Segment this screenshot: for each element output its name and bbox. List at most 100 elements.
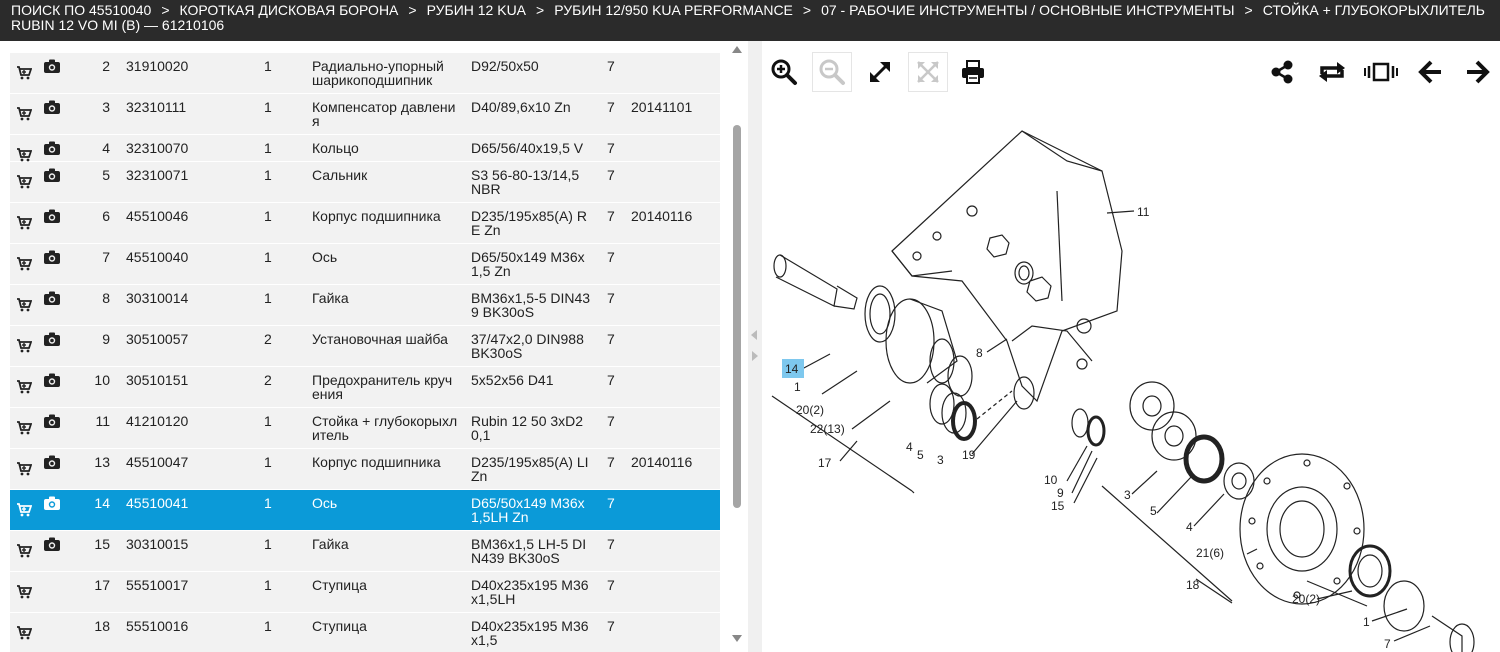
article-number: 45510046 xyxy=(126,208,189,224)
label-14: 14 xyxy=(785,362,799,376)
article-number: 30510151 xyxy=(126,372,189,388)
breadcrumb-item[interactable]: РУБИН 12 KUA xyxy=(426,2,527,18)
label-11: 11 xyxy=(1137,205,1150,219)
quantity: 1 xyxy=(264,536,272,552)
scroll-up-icon[interactable] xyxy=(732,46,742,53)
add-to-cart-icon[interactable] xyxy=(16,107,33,121)
camera-icon[interactable] xyxy=(44,537,60,551)
add-to-cart-icon[interactable] xyxy=(16,380,33,394)
camera-icon[interactable] xyxy=(44,209,60,223)
scroll-down-icon[interactable] xyxy=(732,635,742,642)
position-number: 13 xyxy=(94,454,110,470)
fit-button[interactable] xyxy=(908,52,948,92)
add-to-cart-icon[interactable] xyxy=(16,544,33,558)
label-1: 1 xyxy=(794,380,801,394)
previous-button[interactable] xyxy=(1410,52,1450,92)
part-name: Гайка xyxy=(312,536,349,552)
camera-icon[interactable] xyxy=(44,250,60,264)
breadcrumb: ПОИСК ПО 45510040>КОРОТКАЯ ДИСКОВАЯ БОРО… xyxy=(0,0,1500,41)
camera-icon[interactable] xyxy=(44,168,60,182)
exploded-parts-drawing[interactable]: 14 11 8 1 20(2) 22(13) 17 4 5 3 19 10 9 … xyxy=(762,101,1500,652)
label-10: 10 xyxy=(1044,473,1058,487)
add-to-cart-icon[interactable] xyxy=(16,175,33,189)
camera-icon[interactable] xyxy=(44,100,60,114)
part-8-nut[interactable] xyxy=(986,234,1052,302)
add-to-cart-icon[interactable] xyxy=(16,148,33,162)
slideshow-button[interactable] xyxy=(1361,52,1401,92)
print-button[interactable] xyxy=(953,52,993,92)
add-to-cart-icon[interactable] xyxy=(16,257,33,271)
position-number: 6 xyxy=(102,208,110,224)
article-number: 30310014 xyxy=(126,290,189,306)
camera-icon[interactable] xyxy=(44,141,60,155)
camera-icon[interactable] xyxy=(44,291,60,305)
add-to-cart-icon[interactable] xyxy=(16,298,33,312)
part-name: Корпус подшипника xyxy=(312,454,441,470)
highlight-label-14[interactable] xyxy=(782,359,804,378)
scroll-thumb[interactable] xyxy=(733,125,741,508)
quantity: 1 xyxy=(264,618,272,634)
breadcrumb-item[interactable]: ПОИСК ПО 45510040 xyxy=(11,2,152,18)
breadcrumb-item[interactable]: РУБИН 12/950 KUA PERFORMANCE xyxy=(554,2,793,18)
part-name: Кольцо xyxy=(312,140,359,156)
add-to-cart-icon[interactable] xyxy=(16,66,33,80)
add-to-cart-icon[interactable] xyxy=(16,421,33,435)
part-11-stand[interactable] xyxy=(891,130,1123,403)
camera-icon[interactable] xyxy=(44,455,60,469)
label-21: 21(6) xyxy=(1196,546,1224,560)
camera-icon[interactable] xyxy=(44,496,60,510)
breadcrumb-item[interactable]: 07 - РАБОЧИЕ ИНСТРУМЕНТЫ / ОСНОВНЫЕ ИНСТ… xyxy=(821,2,1235,18)
label-7: 7 xyxy=(1384,637,1391,651)
part-14-axle[interactable] xyxy=(773,254,858,310)
table-scrollbar[interactable] xyxy=(730,41,744,652)
breadcrumb-item[interactable]: КОРОТКАЯ ДИСКОВАЯ БОРОНА xyxy=(179,2,399,18)
group-number: 7 xyxy=(607,618,615,634)
part-dimensions: Rubin 12 50 3xD2 0,1 xyxy=(471,413,584,443)
part-21-hub-flange[interactable] xyxy=(1239,453,1365,605)
fit-icon xyxy=(917,61,939,83)
quantity: 1 xyxy=(264,58,272,74)
zoom-in-button[interactable] xyxy=(764,52,804,92)
position-number: 2 xyxy=(102,58,110,74)
group-number: 7 xyxy=(607,495,615,511)
add-to-cart-icon[interactable] xyxy=(16,339,33,353)
part-name: Стойка + глубокорыхл итель xyxy=(312,413,458,443)
part-22-hub[interactable] xyxy=(864,285,973,397)
zoom-out-button[interactable] xyxy=(812,52,852,92)
collapse-left-icon[interactable] xyxy=(751,330,757,340)
camera-icon[interactable] xyxy=(44,59,60,73)
next-button[interactable] xyxy=(1458,52,1498,92)
panel-splitter[interactable] xyxy=(748,41,762,652)
label-5-a: 5 xyxy=(917,448,924,462)
camera-icon[interactable] xyxy=(44,414,60,428)
add-to-cart-icon[interactable] xyxy=(16,462,33,476)
add-to-cart-icon[interactable] xyxy=(16,216,33,230)
collapse-right-icon[interactable] xyxy=(752,351,758,361)
date-value: 20140116 xyxy=(631,208,693,224)
expand-button[interactable] xyxy=(860,52,900,92)
add-to-cart-icon[interactable] xyxy=(16,585,33,599)
add-to-cart-icon[interactable] xyxy=(16,503,33,517)
camera-icon[interactable] xyxy=(44,332,60,346)
group-number: 7 xyxy=(607,372,615,388)
share-button[interactable] xyxy=(1262,52,1302,92)
breadcrumb-item[interactable]: СТОЙКА + ГЛУБОКОРЫХЛИТЕЛЬ RUBIN 12 VO MI… xyxy=(11,2,1485,33)
camera-icon[interactable] xyxy=(44,373,60,387)
rotate-button[interactable] xyxy=(1312,52,1352,92)
add-to-cart-icon[interactable] xyxy=(16,626,33,640)
